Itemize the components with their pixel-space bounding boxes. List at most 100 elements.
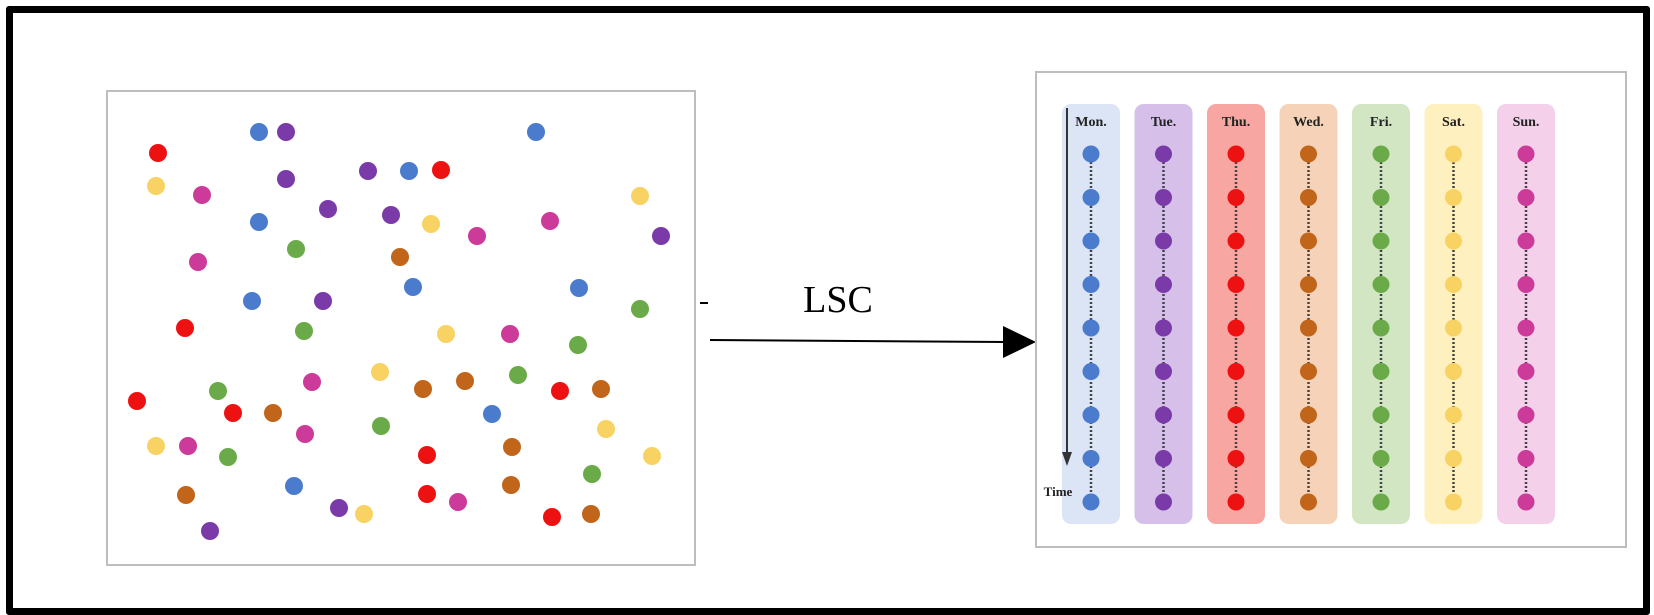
column-node [1372,493,1390,511]
scatter-point-blue [404,278,422,296]
scatter-point-purple [652,227,670,245]
scatter-point-green [295,322,313,340]
scatter-point-brown [264,404,282,422]
scatter-point-red [418,446,436,464]
scatter-point-green [509,366,527,384]
column-node [1445,450,1462,467]
scatter-point-brown [414,380,432,398]
column-node [1372,232,1390,250]
column-node [1445,189,1462,206]
column-label: Fri. [1370,115,1392,130]
column-tue: Tue. [1134,104,1193,524]
scatter-point-red [551,382,569,400]
column-node [1372,189,1390,206]
scatter-point-green [569,336,587,354]
column-node [1445,363,1462,380]
column-node [1155,450,1172,467]
column-node [1227,145,1245,163]
scatter-point-purple [277,123,295,141]
scatter-point-yellow [147,177,165,195]
scatter-point-green [372,417,390,435]
column-node [1300,450,1317,467]
scatter-point-blue [250,213,268,231]
scatter-point-red [176,319,194,337]
scattered-points [128,123,670,540]
scatter-point-purple [201,522,219,540]
scatter-point-green [287,240,305,258]
scatter-point-brown [456,372,474,390]
column-sat: Sat. [1424,104,1483,524]
column-node [1372,363,1390,380]
column-thu: Thu. [1207,104,1265,524]
scatter-point-green [219,448,237,466]
column-node [1082,363,1100,380]
column-node [1300,406,1317,424]
column-node [1155,406,1172,424]
column-node [1227,319,1245,337]
column-node [1300,493,1317,511]
scatter-point-green [631,300,649,318]
transform-arrow-line [709,339,1006,343]
column-node [1155,363,1172,380]
column-node [1155,232,1172,250]
column-node [1227,493,1245,511]
scatter-point-yellow [422,215,440,233]
column-node [1155,493,1172,511]
column-node [1372,406,1390,424]
column-node [1372,276,1390,293]
time-label: Time [1044,484,1073,499]
column-node [1445,493,1462,511]
scatter-point-blue [483,405,501,423]
column-node [1445,406,1462,424]
column-node [1517,276,1535,293]
scatter-point-red [543,508,561,526]
column-node [1227,189,1245,206]
scatter-point-brown [391,248,409,266]
scatter-point-magenta [179,437,197,455]
scatter-point-green [583,465,601,483]
column-node [1445,232,1462,250]
scatter-point-yellow [437,325,455,343]
scatter-point-brown [592,380,610,398]
scatter-point-yellow [355,505,373,523]
column-label: Mon. [1075,115,1107,130]
scatter-point-yellow [631,187,649,205]
scatter-point-blue [243,292,261,310]
scatter-point-brown [503,438,521,456]
column-node [1082,493,1100,511]
scatter-point-magenta [193,186,211,204]
scatter-point-yellow [147,437,165,455]
scatter-point-blue [285,477,303,495]
arrow-label: LSC [803,279,873,321]
scatter-point-brown [177,486,195,504]
column-node [1517,406,1535,424]
column-node [1517,232,1535,250]
scatter-point-red [149,144,167,162]
column-node [1517,319,1535,337]
scatter-point-magenta [189,253,207,271]
scatter-point-red [432,161,450,179]
column-node [1227,450,1245,467]
scatter-point-magenta [296,425,314,443]
column-node [1300,232,1317,250]
column-label: Thu. [1222,115,1250,130]
column-node [1372,319,1390,337]
scatter-point-purple [330,499,348,517]
scatter-point-purple [382,206,400,224]
column-node [1300,319,1317,337]
scatter-point-blue [400,162,418,180]
column-node [1300,145,1317,163]
column-sun: Sun. [1497,104,1555,524]
column-node [1517,145,1535,163]
column-node [1445,145,1462,163]
column-node [1227,406,1245,424]
column-node [1155,276,1172,293]
column-node [1082,406,1100,424]
scatter-point-magenta [468,227,486,245]
column-node [1372,450,1390,467]
scatter-point-magenta [501,325,519,343]
column-node [1082,450,1100,467]
scatter-point-blue [250,123,268,141]
scatter-point-yellow [597,420,615,438]
scattered-points-panel [106,90,696,566]
